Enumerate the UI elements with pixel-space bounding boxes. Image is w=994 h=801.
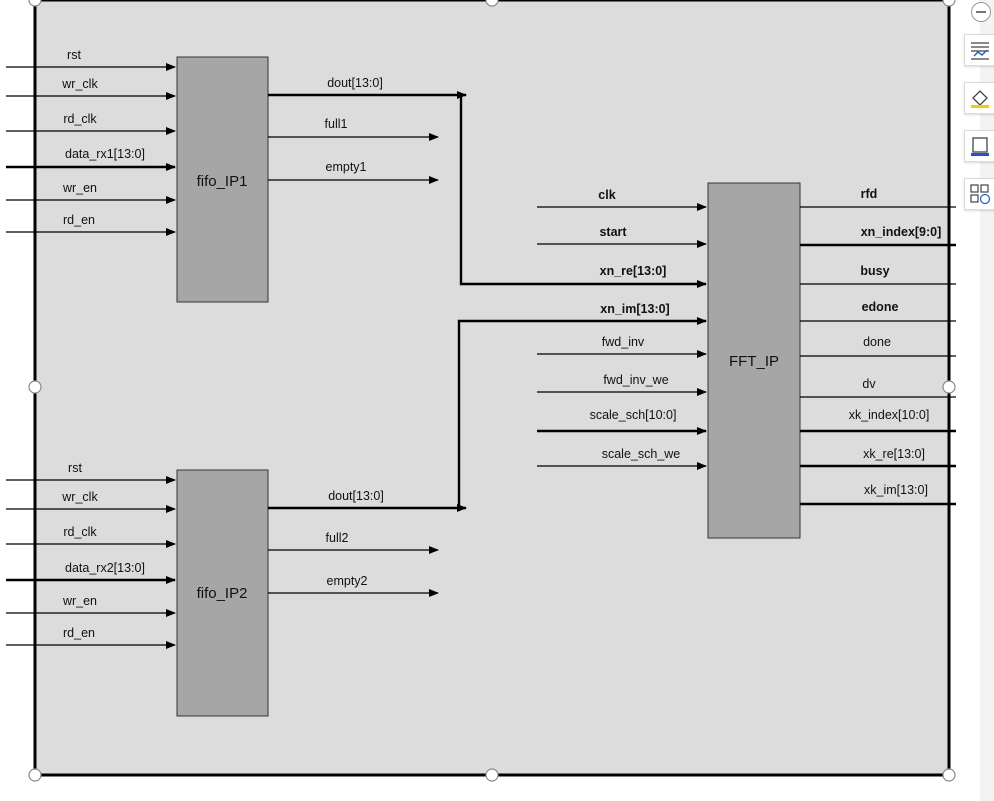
fft-input-label: xn_im[13:0]: [600, 302, 669, 316]
resize-handle[interactable]: [942, 768, 956, 782]
fifo1-output-label: dout[13:0]: [327, 76, 383, 90]
fifo1-input-label: rst: [67, 48, 81, 62]
zoom-out-icon[interactable]: [971, 2, 991, 22]
fifo2-input-label: wr_en: [62, 594, 97, 608]
fifo2-output-label: full2: [326, 531, 349, 545]
fft-input-label: clk: [598, 188, 615, 202]
fill-color-icon: [971, 90, 989, 108]
fifo1-input-label: wr_en: [62, 181, 97, 195]
fft-output-label: done: [863, 335, 891, 349]
xn-re-connector: [459, 95, 707, 288]
fft-output-label: xk_re[13:0]: [863, 447, 925, 461]
fifo-ip2-label: fifo_IP2: [197, 585, 248, 602]
side-toolbar: [956, 0, 994, 801]
fifo2-input-label: wr_clk: [61, 490, 98, 504]
fifo2-input-label: rd_clk: [63, 525, 97, 539]
chart-options-icon: [971, 42, 989, 60]
resize-handle[interactable]: [942, 0, 956, 7]
fifo-ip2-block[interactable]: [176, 469, 269, 717]
diagram-frame: [33, 0, 951, 777]
fft-input-label: fwd_inv: [602, 335, 645, 349]
fft-input-label: xn_re[13:0]: [600, 264, 667, 278]
chart-options-button[interactable]: [964, 34, 994, 66]
fft-input-label: start: [599, 225, 627, 239]
resize-handle[interactable]: [28, 380, 42, 394]
fifo-ip1-block[interactable]: [176, 56, 269, 303]
fft-output-label: xn_index[9:0]: [861, 225, 942, 239]
fft-input-label: fwd_inv_we: [603, 373, 668, 387]
fifo1-input-label: rd_clk: [63, 112, 97, 126]
resize-handle[interactable]: [28, 768, 42, 782]
fft-ip-label: FFT_IP: [729, 353, 779, 370]
fft-output-label: busy: [860, 264, 889, 278]
fifo1-output-label: full1: [325, 117, 348, 131]
resize-handle[interactable]: [485, 0, 499, 7]
fft-ip-block[interactable]: [707, 182, 801, 539]
fifo2-input-label: data_rx2[13:0]: [65, 561, 145, 575]
fft-output-label: edone: [862, 300, 899, 314]
fifo1-input-label: rd_en: [63, 213, 95, 227]
resize-handle[interactable]: [485, 768, 499, 782]
shapes-icon: [970, 184, 991, 205]
fft-input-label: scale_sch[10:0]: [590, 408, 677, 422]
fft-output-label: rfd: [861, 187, 878, 201]
fifo1-output-label: empty1: [326, 160, 367, 174]
shapes-button[interactable]: [964, 178, 994, 210]
fifo2-output-label: empty2: [327, 574, 368, 588]
layout-frame-button[interactable]: [964, 130, 994, 162]
fifo2-input-label: rd_en: [63, 626, 95, 640]
fifo2-output-label: dout[13:0]: [328, 489, 384, 503]
fft-output-label: xk_index[10:0]: [849, 408, 930, 422]
resize-handle[interactable]: [28, 0, 42, 7]
layout-frame-icon: [971, 137, 989, 156]
fft-output-label: dv: [862, 377, 876, 391]
resize-handle[interactable]: [942, 380, 956, 394]
fft-input-label: scale_sch_we: [602, 447, 681, 461]
xn-im-connector: [457, 317, 707, 508]
fifo1-input-label: data_rx1[13:0]: [65, 147, 145, 161]
vertical-scrollbar[interactable]: [980, 0, 994, 801]
fifo-ip1-label: fifo_IP1: [197, 173, 248, 190]
fifo2-input-label: rst: [68, 461, 82, 475]
fft-output-label: xk_im[13:0]: [864, 483, 928, 497]
fifo1-input-label: wr_clk: [61, 77, 98, 91]
fill-color-button[interactable]: [964, 82, 994, 114]
